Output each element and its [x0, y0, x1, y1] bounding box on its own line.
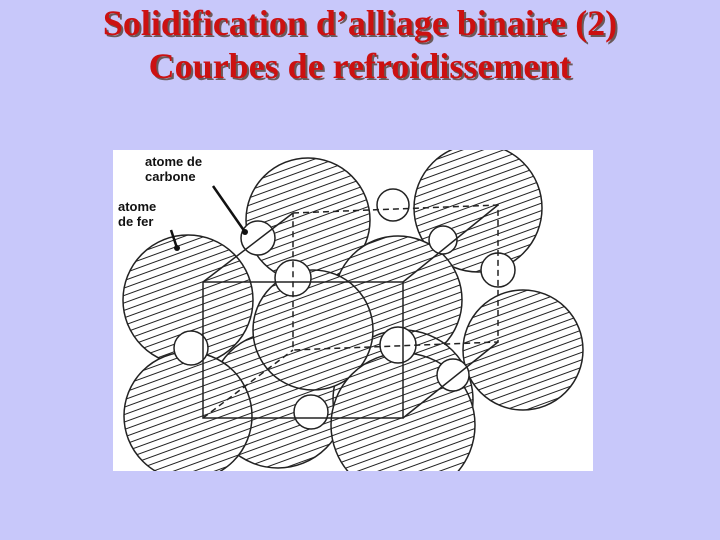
iron-pointer-dot — [174, 245, 180, 251]
carbon-atom-label-line-1: atome de — [145, 154, 202, 169]
crystal-lattice-figure: atome de carbone atome de fer — [113, 150, 593, 471]
slide-title: Solidification d’alliage binaire (2) Cou… — [0, 2, 720, 88]
unit-cell-edges — [202, 204, 499, 419]
iron-atom-label-line-1: atome — [118, 199, 156, 214]
carbon-pointer-dot — [242, 229, 248, 235]
iron-pointer-line — [169, 229, 179, 249]
title-line-2: Courbes de refroidissement — [148, 46, 572, 86]
carbon-atom — [436, 358, 470, 392]
iron-atom-label-line-2: de fer — [118, 214, 153, 229]
iron-atom — [123, 351, 253, 471]
title-line-1: Solidification d’alliage binaire (2) — [102, 3, 618, 43]
iron-atom — [252, 269, 374, 391]
carbon-atom — [173, 330, 209, 366]
carbon-atom — [379, 326, 417, 364]
carbon-atom — [428, 225, 458, 255]
lattice-diagram: atome de carbone atome de fer — [118, 150, 584, 471]
carbon-atom — [293, 394, 329, 430]
carbon-pointer-line — [211, 185, 247, 233]
iron-atom — [462, 289, 584, 411]
carbon-atom — [376, 188, 410, 222]
carbon-atom-label-line-2: carbone — [145, 169, 196, 184]
